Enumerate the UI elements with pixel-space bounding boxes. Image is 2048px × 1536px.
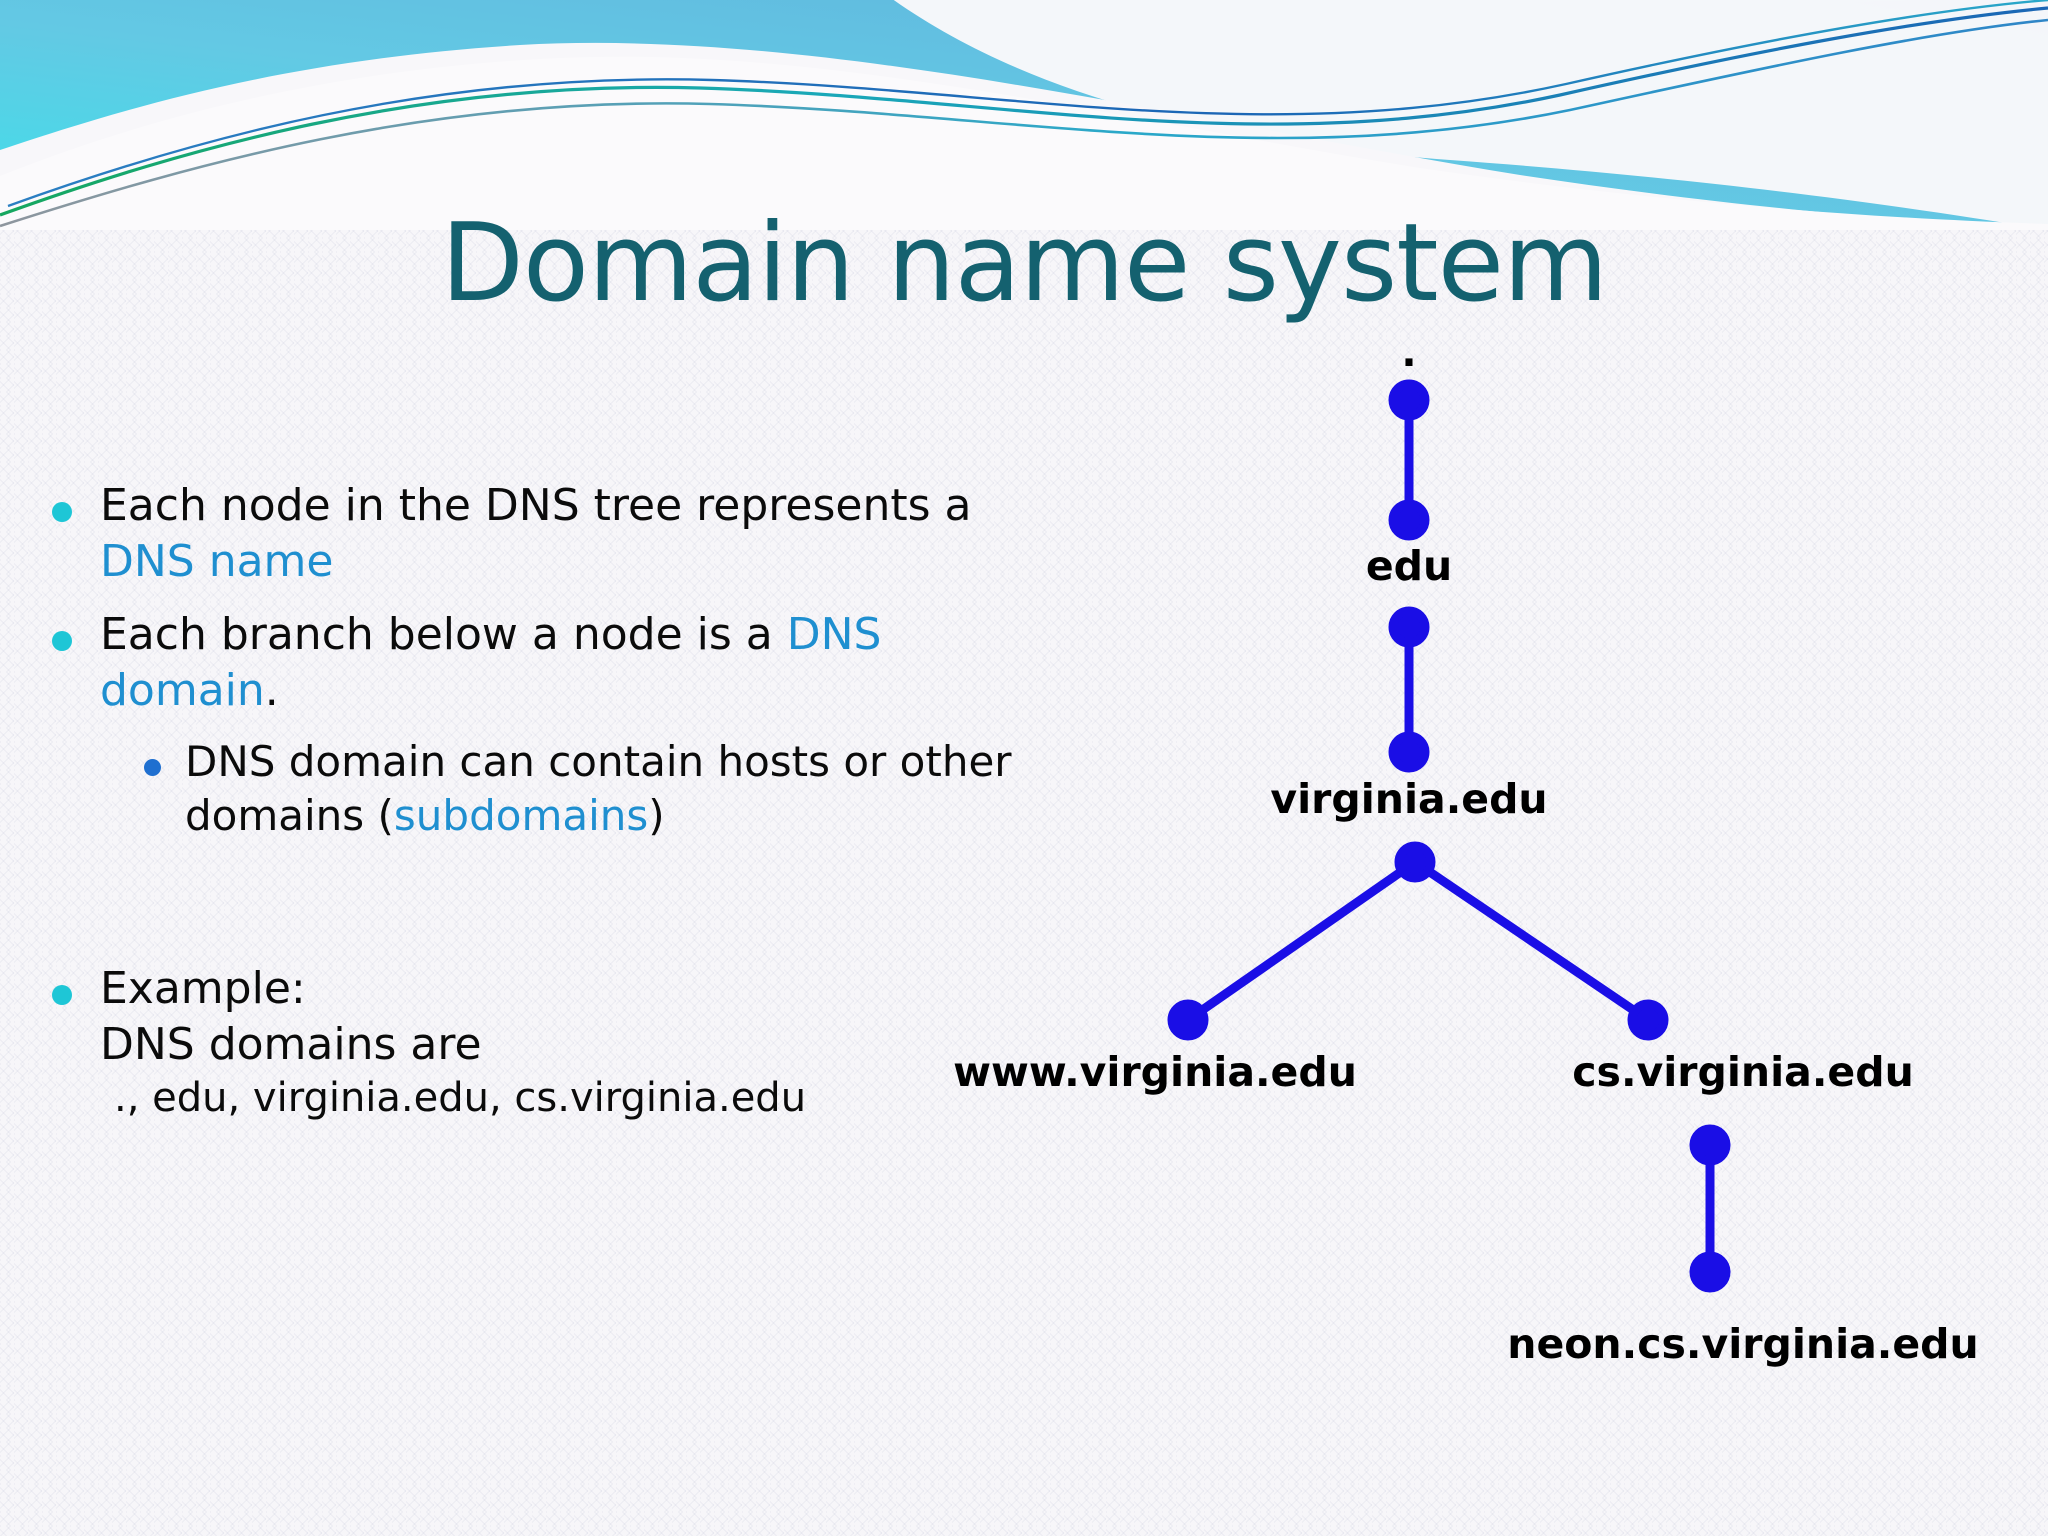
- bullet-item-1-text: Each node in the DNS tree represents a D…: [100, 478, 1032, 591]
- sub-bullet-dot-icon: [144, 759, 161, 777]
- tree-label-cs: cs.virginia.edu: [1572, 1048, 1914, 1096]
- tree-node-cs-lower: [1689, 1124, 1731, 1166]
- bullet-1-plain: Each node in the DNS tree represents a: [100, 480, 972, 531]
- bullet-dot-icon: [52, 984, 72, 1005]
- bullet-dot-icon: [52, 502, 72, 522]
- example-line-2: ., edu, virginia.edu, cs.virginia.edu: [114, 1075, 807, 1122]
- header-banner: [0, 0, 2048, 230]
- tree-label-virginia: virginia.edu: [1270, 775, 1548, 823]
- bullet-item-2: Each branch below a node is a DNS domain…: [52, 607, 1032, 720]
- bullet-2-period: .: [264, 664, 279, 716]
- bullet-item-2-text: Each branch below a node is a DNS domain…: [100, 607, 1032, 720]
- bullet-dot-icon: [52, 630, 72, 651]
- tree-node-edu-lower: [1388, 499, 1430, 541]
- example-line-1: DNS domains are: [100, 1019, 482, 1071]
- tree-node-virginia: [1394, 841, 1436, 883]
- bullet-2-highlight: DNS domain: [100, 608, 882, 716]
- tree-node-root: [1388, 379, 1430, 421]
- bullet-3-highlight: subdomains: [393, 791, 649, 840]
- bullet-3-plain: DNS domain can contain hosts or other do…: [185, 737, 1012, 840]
- bullet-item-1: Each node in the DNS tree represents a D…: [52, 478, 1032, 591]
- tree-node-edu: [1388, 606, 1430, 648]
- bullet-item-example: Example: DNS domains are ., edu, virgini…: [52, 961, 1032, 1125]
- example-heading: Example:: [100, 962, 306, 1014]
- tree-label-neon: neon.cs.virginia.edu: [1507, 1320, 1979, 1368]
- bullet-2-plain: Each branch below a node is a: [100, 608, 787, 660]
- tree-node-virginia-lower: [1388, 731, 1430, 773]
- tree-node-cs: [1627, 999, 1669, 1041]
- bullet-3-close: ): [648, 791, 665, 840]
- example-text: Example: DNS domains are ., edu, virgini…: [100, 961, 806, 1125]
- dns-tree-diagram: . edu virginia.edu www.virginia.edu cs.v…: [953, 320, 2048, 1440]
- tree-label-www: www.virginia.edu: [953, 1048, 1357, 1096]
- edge-virginia-to-www: [1183, 857, 1420, 1025]
- tree-node-www: [1167, 999, 1209, 1041]
- bullet-1-highlight: DNS name: [100, 536, 334, 588]
- body-content: Each node in the DNS tree represents a D…: [52, 478, 1032, 1141]
- tree-label-edu: edu: [1365, 542, 1453, 590]
- tree-label-root: .: [1401, 330, 1417, 376]
- edge-virginia-to-cs: [1410, 857, 1653, 1025]
- bullet-item-3: DNS domain can contain hosts or other do…: [52, 735, 1032, 843]
- bullet-item-3-text: DNS domain can contain hosts or other do…: [185, 735, 1032, 843]
- page-title: Domain name system: [440, 201, 1608, 326]
- tree-node-neon: [1689, 1251, 1731, 1293]
